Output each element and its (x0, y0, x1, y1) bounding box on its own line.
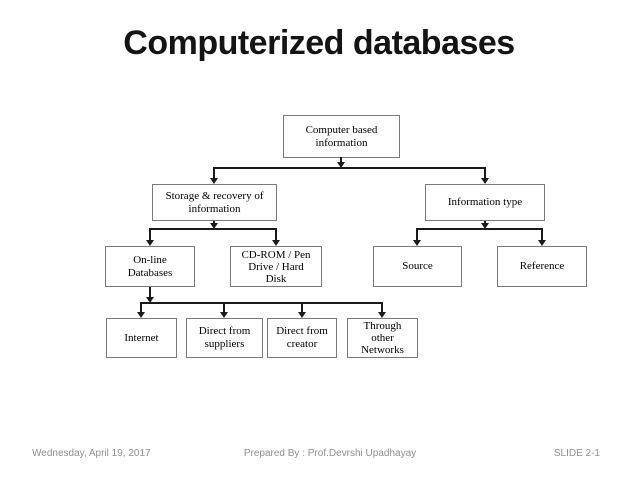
connector-line (416, 228, 418, 240)
node-label-line: Internet (124, 331, 159, 344)
node-label-line: Networks (361, 344, 404, 356)
arrowhead-down-icon (220, 312, 228, 318)
arrowhead-down-icon (210, 223, 218, 229)
arrowhead-down-icon (378, 312, 386, 318)
node-label-line: Computer based (305, 123, 378, 136)
connector-line (275, 228, 277, 240)
node-computer-based-information: Computer based information (283, 115, 400, 158)
node-direct-from-suppliers: Direct from suppliers (186, 318, 263, 358)
arrowhead-down-icon (210, 178, 218, 184)
connector-line (140, 302, 142, 312)
connector-line (149, 287, 151, 298)
node-label-line: Through (363, 320, 402, 332)
connector-line (484, 221, 486, 224)
connector-line (541, 228, 543, 240)
connector-line (149, 228, 277, 230)
footer-slide-number: SLIDE 2-1 (553, 448, 600, 459)
node-label-line: information (315, 136, 368, 149)
slide-footer: Wednesday, April 19, 2017 Prepared By : … (0, 448, 638, 464)
node-storage-recovery: Storage & recovery of information (152, 184, 277, 221)
arrowhead-down-icon (481, 223, 489, 229)
connector-line (149, 228, 151, 240)
node-label-line: Disk (265, 272, 287, 285)
node-label-line: information (188, 202, 241, 215)
node-label-line: suppliers (204, 338, 245, 350)
arrowhead-down-icon (272, 240, 280, 246)
node-label-line: Databases (127, 266, 173, 279)
node-label-line: creator (286, 338, 318, 350)
arrowhead-down-icon (298, 312, 306, 318)
node-internet: Internet (106, 318, 177, 358)
node-online-databases: On-line Databases (105, 246, 195, 287)
slide-title: Computerized databases (123, 24, 515, 62)
node-label-line: Storage & recovery of (165, 189, 264, 202)
node-cdrom-pen-drive-hard-disk: CD-ROM / Pen Drive / Hard Disk (230, 246, 322, 287)
node-label-line: Information type (447, 196, 523, 208)
footer-prepared-by: Prepared By : Prof.Devrshi Upadhayay (243, 448, 417, 459)
connector-line (140, 302, 383, 304)
connector-line (213, 167, 486, 169)
arrowhead-down-icon (337, 162, 345, 168)
node-label-line: Reference (519, 260, 565, 272)
node-label-line: Drive / Hard (248, 260, 304, 273)
footer-date: Wednesday, April 19, 2017 (32, 448, 151, 459)
node-label-line: Direct from (276, 325, 328, 337)
node-label-line: CD-ROM / Pen (241, 248, 311, 261)
connector-line (484, 167, 486, 178)
arrowhead-down-icon (146, 240, 154, 246)
arrowhead-down-icon (413, 240, 421, 246)
node-label-line: Direct from (198, 325, 251, 337)
connector-line (301, 302, 303, 312)
connector-line (223, 302, 225, 312)
node-label-line: Source (402, 260, 433, 272)
connector-line (416, 228, 543, 230)
node-source: Source (373, 246, 462, 287)
arrowhead-down-icon (538, 240, 546, 246)
connector-line (340, 157, 342, 163)
node-direct-from-creator: Direct from creator (267, 318, 337, 358)
node-label-line: other (371, 332, 394, 344)
arrowhead-down-icon (137, 312, 145, 318)
node-label-line: On-line (133, 253, 167, 266)
connector-line (213, 167, 215, 178)
node-information-type: Information type (425, 184, 545, 221)
arrowhead-down-icon (481, 178, 489, 184)
arrowhead-down-icon (146, 297, 154, 303)
node-reference: Reference (497, 246, 587, 287)
connector-line (213, 221, 215, 224)
node-through-other-networks: Through other Networks (347, 318, 418, 358)
connector-line (381, 302, 383, 312)
